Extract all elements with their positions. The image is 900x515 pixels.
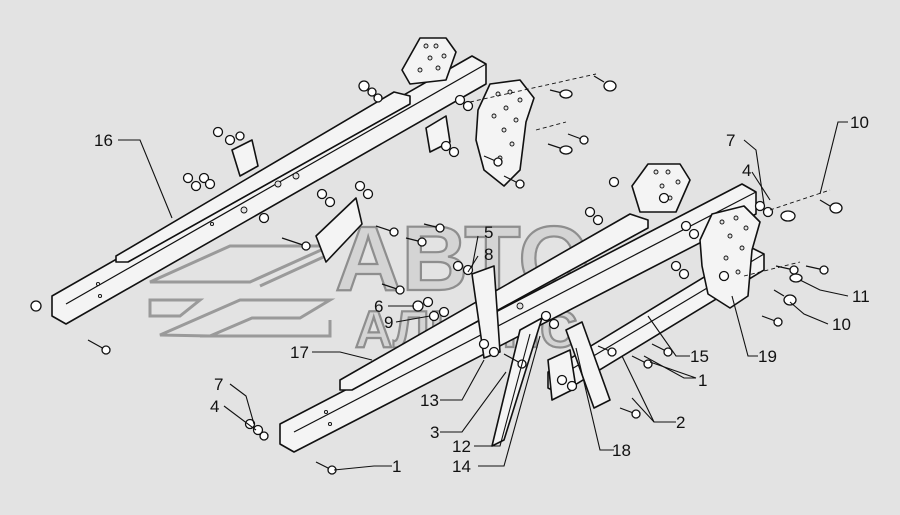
callout-2: 2 xyxy=(676,413,685,432)
locking-pins xyxy=(559,75,843,306)
callout-1-right: 1 xyxy=(698,371,707,390)
callout-9: 9 xyxy=(384,313,393,332)
callout-14: 14 xyxy=(452,457,471,476)
callout-10-bottom: 10 xyxy=(832,315,851,334)
callout-15: 15 xyxy=(690,347,709,366)
callout-6: 6 xyxy=(374,297,383,316)
callout-7-left: 7 xyxy=(214,375,223,394)
callout-leaders xyxy=(118,121,849,471)
bolts xyxy=(87,89,829,475)
callout-16: 16 xyxy=(94,131,113,150)
callout-5: 5 xyxy=(484,223,493,242)
callout-18: 18 xyxy=(612,441,631,460)
bracket-lower-right xyxy=(699,205,761,309)
callout-17: 17 xyxy=(290,343,309,362)
callout-11: 11 xyxy=(852,287,870,306)
callout-13: 13 xyxy=(420,391,439,410)
callout-12: 12 xyxy=(452,437,471,456)
callout-7-right: 7 xyxy=(726,131,735,150)
bracket-lower-left xyxy=(631,163,691,213)
plate-13 xyxy=(471,265,501,359)
callout-1-bottom: 1 xyxy=(392,457,401,476)
callout-labels: 16 17 13 3 12 14 18 15 19 1 2 1 7 4 7 4 … xyxy=(94,113,870,476)
bracket-upper-left xyxy=(401,37,457,85)
callout-8: 8 xyxy=(484,245,493,264)
upper-rail-cover xyxy=(115,91,411,263)
callout-4-left: 4 xyxy=(210,397,219,416)
callout-3: 3 xyxy=(430,423,439,442)
lower-rail xyxy=(279,183,757,453)
callout-4-right: 4 xyxy=(742,161,751,180)
callout-10-top: 10 xyxy=(850,113,869,132)
watermark-line1: АВТО xyxy=(335,208,590,310)
bracket-upper-right xyxy=(475,79,535,187)
callout-19: 19 xyxy=(758,347,777,366)
nuts-and-washers xyxy=(30,80,774,441)
